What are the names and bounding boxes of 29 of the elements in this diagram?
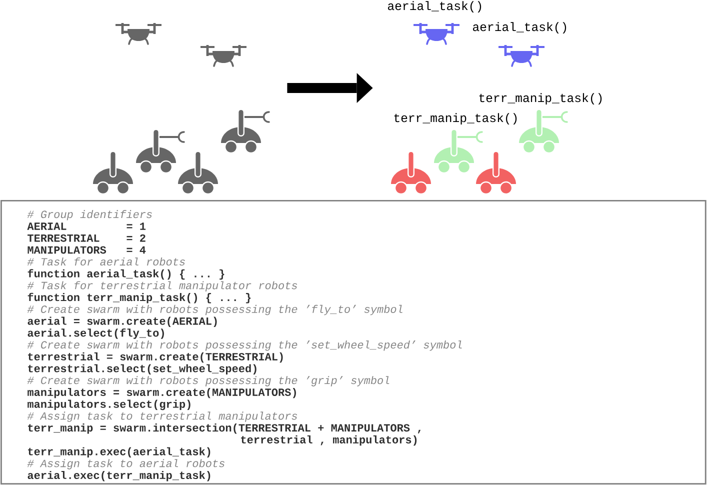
code-line: terrestrial.select(set_wheel_speed) [28,364,256,374]
code-line: aerial.exec(terr_manip_task) [28,470,210,482]
task-label: terr_manip_task() [394,113,517,125]
code-listing [0,200,706,484]
code-comment: # Assign task to terrestrial manipulators [27,412,298,422]
code-line: terrestrial = swarm.create(TERRESTRIAL) [28,352,283,363]
code-line: terr_manip = swarm.intersection(TERRESTRIAL + MANIPULATORS , [28,424,421,434]
code-line: function aerial_task() { ... } [28,269,224,280]
code-comment: # Group identifiers [27,210,152,220]
code-line: terr_manip.exec(aerial_task) [28,447,210,458]
code-line: manipulators.select(grip) [28,400,190,410]
code-line: TERRESTRIAL = 2 [28,234,146,242]
code-comment: # Create swarm with robots possessing the ’grip’ symbol [27,376,390,386]
code-line: AERIAL = 1 [27,222,146,230]
code-line: manipulators = swarm.create(MANIPULATORS) [28,388,296,398]
code-comment: # Create swarm with robots possessing the ’set_wheel_speed’ symbol [27,340,462,351]
code-comment: # Task for aerial robots [27,257,185,266]
code-line: aerial.select(fly_to) [28,328,164,339]
code-line: terrestrial , manipulators) [241,435,417,446]
code-line: function terr_manip_task() { ... } [28,292,251,304]
code-line: aerial = swarm.create(AERIAL) [28,316,217,328]
task-label: aerial_task() [472,22,566,34]
code-comment: # Create swarm with robots possessing the ’fly_to’ symbol [27,304,402,316]
code-comment: # Assign task to aerial robots [27,459,224,470]
code-comment: # Task for terrestrial manipulator robots [27,281,298,292]
task-label: terr_manip_task() [479,93,602,105]
arrow [287,73,373,103]
code-line: MANIPULATORS = 4 [28,246,146,254]
robot-swarm [93,23,270,195]
